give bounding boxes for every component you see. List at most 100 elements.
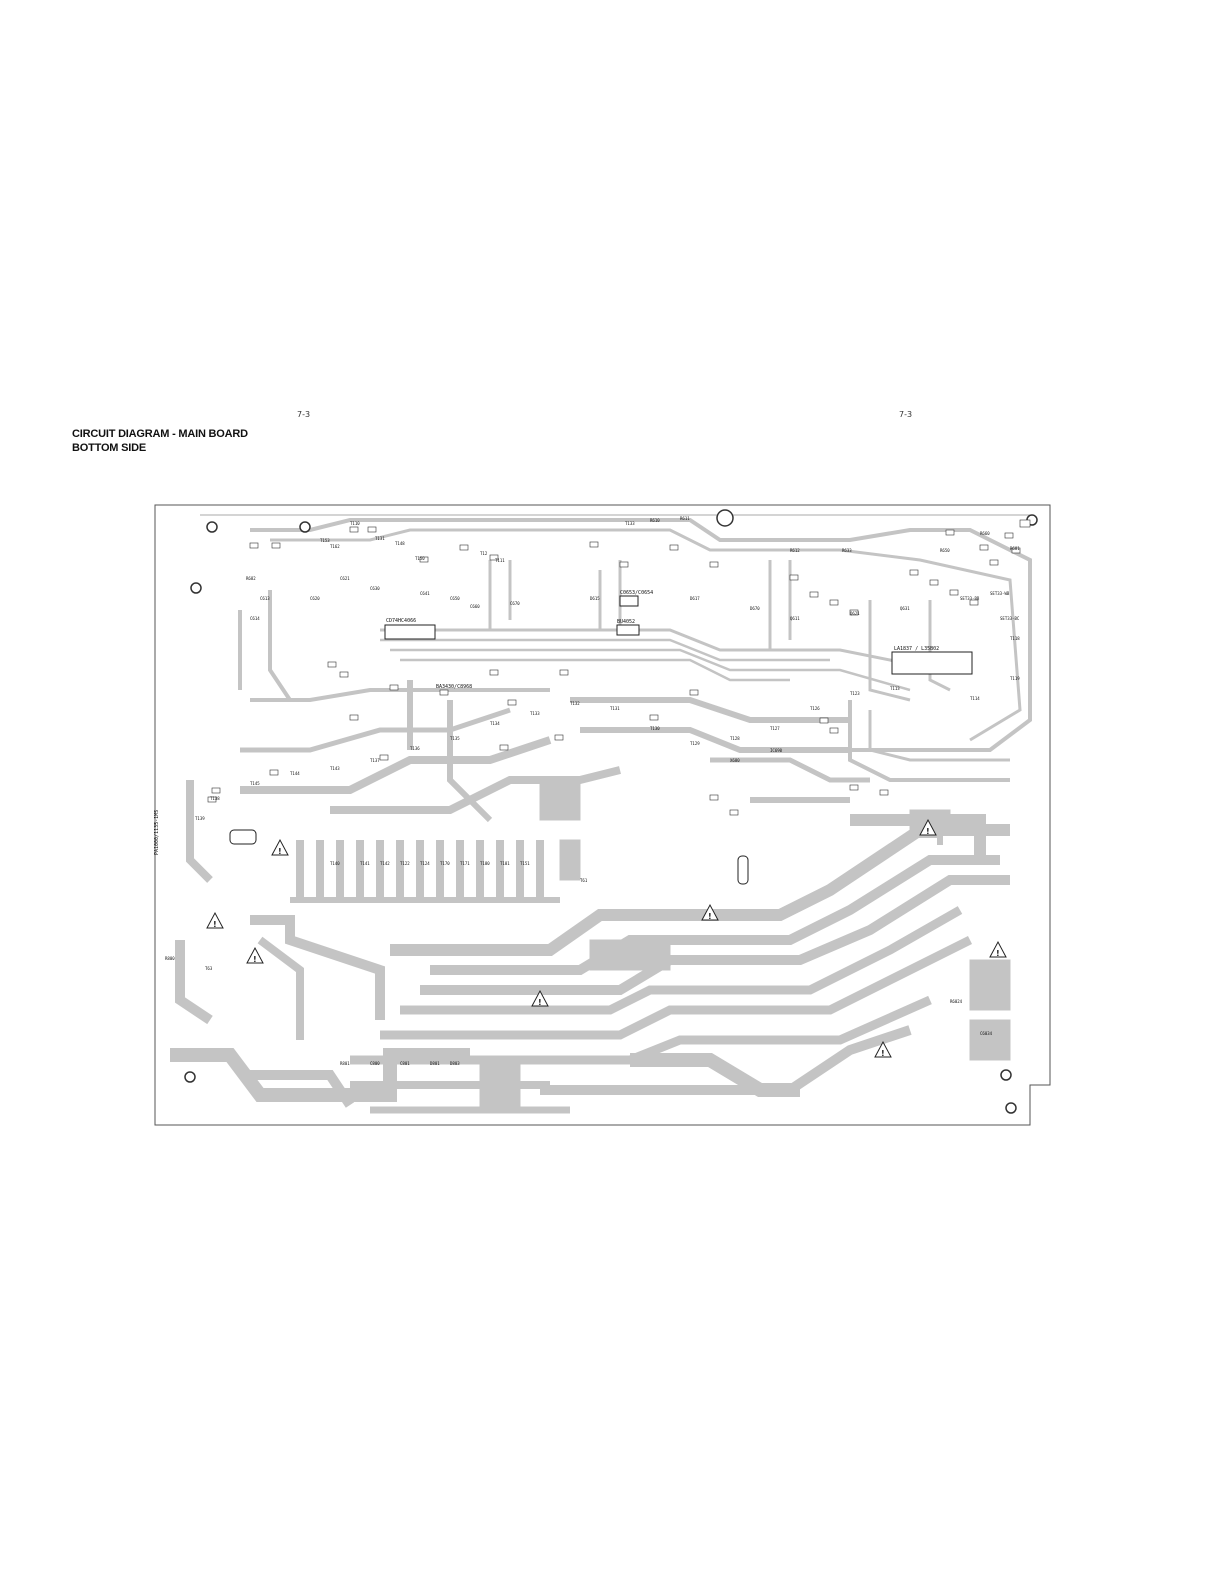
component-label: R650 <box>940 548 950 553</box>
component-label: T123 <box>850 691 860 696</box>
component-label: T153 <box>320 538 330 543</box>
component-label: T131 <box>375 536 385 541</box>
component-label: C6034 <box>980 1031 993 1036</box>
component-label: T171 <box>460 861 470 866</box>
component-label: T148 <box>395 541 405 546</box>
page-title: CIRCUIT DIAGRAM - MAIN BOARD <box>72 428 248 440</box>
svg-text:!: ! <box>708 912 712 921</box>
component-label: D615 <box>590 596 600 601</box>
svg-text:!: ! <box>278 847 282 856</box>
component-label: T140 <box>330 861 340 866</box>
warning-triangles <box>206 818 1007 1058</box>
component-label: T130 <box>650 726 660 731</box>
svg-text:!: ! <box>881 1049 885 1058</box>
component-label: T131 <box>610 706 620 711</box>
component-label: R800 <box>165 956 175 961</box>
component-label: T122 <box>400 861 410 866</box>
component-label: T133 <box>625 521 635 526</box>
component-label: T134 <box>490 721 500 726</box>
component-label: T170 <box>440 861 450 866</box>
component-label: T142 <box>380 861 390 866</box>
component-label: T181 <box>500 861 510 866</box>
svg-text:!: ! <box>253 955 257 964</box>
component-label: C801 <box>400 1061 410 1066</box>
component-label: X680 <box>730 758 740 763</box>
ic-label: LA1837 / L35B02 <box>894 646 939 652</box>
component-label: R633 <box>842 548 852 553</box>
component-label: T139 <box>195 816 205 821</box>
component-label: T143 <box>330 766 340 771</box>
component-label: C641 <box>420 591 430 596</box>
component-label: C613 <box>260 596 270 601</box>
svg-text:!: ! <box>996 949 1000 958</box>
component-label: T151 <box>520 861 530 866</box>
component-label: R6024 <box>950 999 963 1004</box>
component-label: C660 <box>470 604 480 609</box>
component-label: T132 <box>570 701 580 706</box>
component-label: R610 <box>650 518 660 523</box>
smd-components <box>207 519 1031 816</box>
component-label: T124 <box>420 861 430 866</box>
component-label: T128 <box>730 736 740 741</box>
component-label: T180 <box>480 861 490 866</box>
component-label: T133 <box>530 711 540 716</box>
component-label: T61 <box>580 878 588 883</box>
component-label: T119 <box>1010 676 1020 681</box>
component-label: T141 <box>360 861 370 866</box>
component-label: T12 <box>480 551 488 556</box>
component-label: Q631 <box>900 606 910 611</box>
page-number-right: 7-3 <box>899 410 913 419</box>
component-label: T114 <box>970 696 980 701</box>
component-label: IC690 <box>770 748 783 753</box>
copper-traces <box>170 518 1032 1114</box>
component-label: Q621 <box>850 611 860 616</box>
component-label: T126 <box>810 706 820 711</box>
component-label: D803 <box>450 1061 460 1066</box>
component-label: C620 <box>310 596 320 601</box>
component-label: T110 <box>350 521 360 526</box>
component-label: T127 <box>770 726 780 731</box>
component-label: C621 <box>340 576 350 581</box>
ic-packages <box>229 595 973 885</box>
component-label: SET33-BC <box>1000 616 1020 621</box>
component-label: T118 <box>1010 636 1020 641</box>
component-label: T150 <box>415 556 425 561</box>
component-label: T129 <box>690 741 700 746</box>
component-label: D670 <box>750 606 760 611</box>
component-label: T162 <box>330 544 340 549</box>
component-label: T144 <box>290 771 300 776</box>
component-label: R801 <box>340 1061 350 1066</box>
component-label: T111 <box>495 558 505 563</box>
mounting-holes <box>184 509 1038 1114</box>
pcb-layout-diagram: !!! !!! !! CD74HC4066BA3430/C8968C0653/C… <box>154 504 1051 1126</box>
ic-label: BA3430/C8968 <box>436 684 472 690</box>
svg-text:!: ! <box>213 920 217 929</box>
component-label: SET33-BB <box>960 596 980 601</box>
component-label: D617 <box>690 596 700 601</box>
component-label: SET33-WB <box>990 591 1010 596</box>
component-label: R682 <box>246 576 256 581</box>
component-label: C650 <box>450 596 460 601</box>
title-block: CIRCUIT DIAGRAM - MAIN BOARD BOTTOM SIDE <box>72 427 248 455</box>
ic-label: C0653/C0654 <box>620 590 653 596</box>
component-label: T145 <box>250 781 260 786</box>
page-subtitle: BOTTOM SIDE <box>72 442 146 454</box>
page-number-left: 7-3 <box>297 410 311 419</box>
warning-marks: !!! !!! !! <box>213 827 1000 1058</box>
component-label: T138 <box>210 796 220 801</box>
ic-label: PA1000/1135-1MS <box>154 810 160 855</box>
component-label: T137 <box>370 758 380 763</box>
component-label: C670 <box>510 601 520 606</box>
component-label: R681 <box>1010 546 1020 551</box>
ic-label: BU4052 <box>617 619 635 625</box>
component-label: R611 <box>680 516 690 521</box>
component-label: T135 <box>450 736 460 741</box>
component-label: T136 <box>410 746 420 751</box>
component-label: T63 <box>205 966 213 971</box>
svg-text:!: ! <box>538 998 542 1007</box>
component-label: R612 <box>790 548 800 553</box>
component-label: Q611 <box>790 616 800 621</box>
component-label: R660 <box>980 531 990 536</box>
svg-text:!: ! <box>926 827 930 836</box>
